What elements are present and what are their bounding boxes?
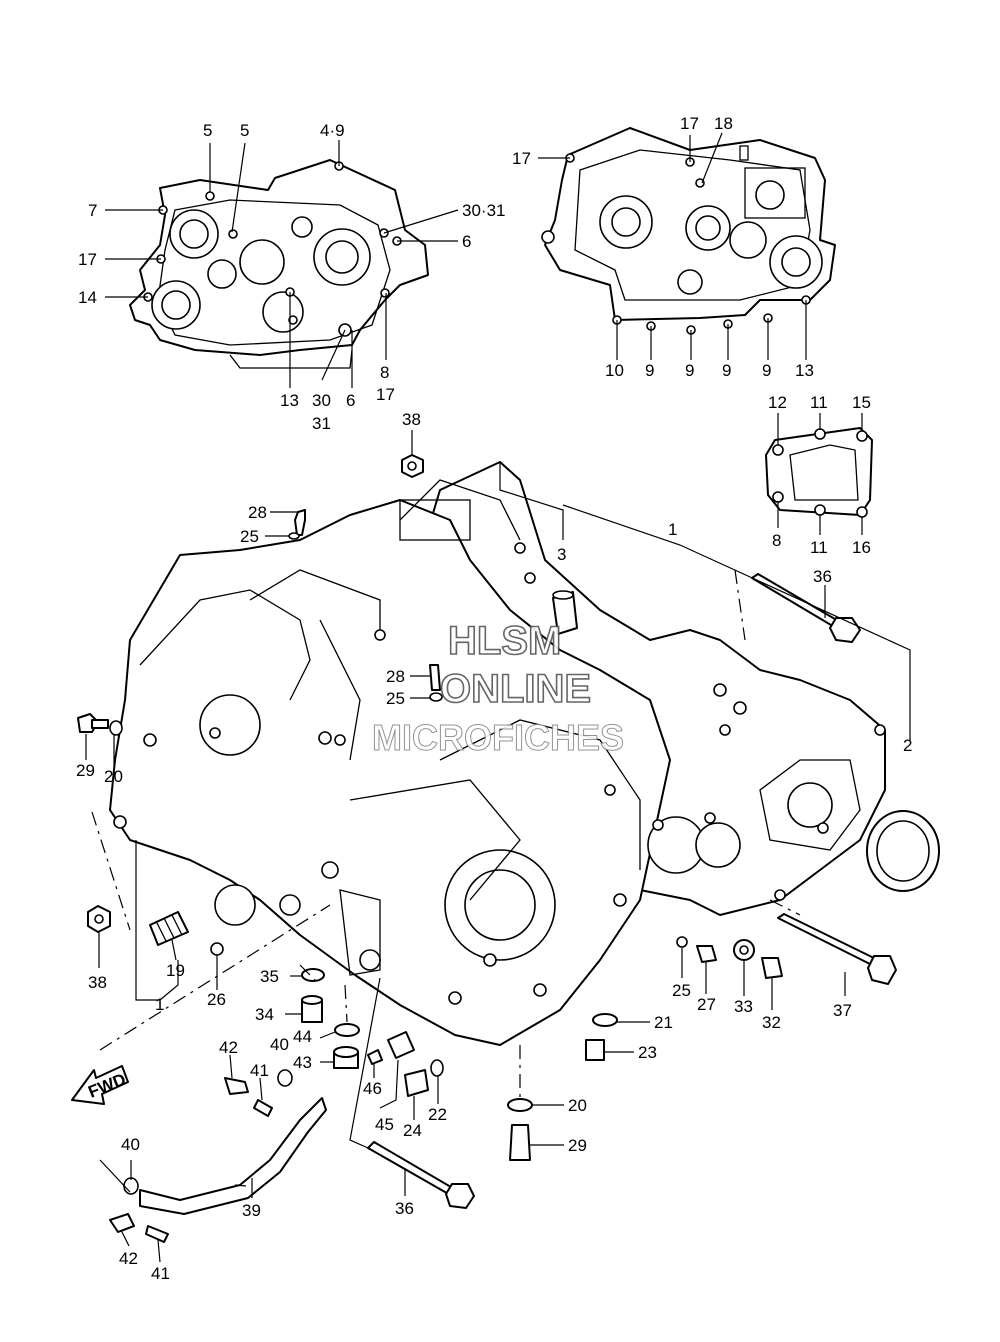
callout-label: 5 bbox=[203, 121, 212, 140]
callout-label: 29 bbox=[76, 761, 95, 780]
callout-label: 13 bbox=[280, 391, 299, 410]
callout-label: 20 bbox=[104, 767, 123, 786]
callout-label: 25 bbox=[240, 527, 259, 546]
callout-label: 41 bbox=[250, 1061, 269, 1080]
callout-label: 1 bbox=[155, 995, 164, 1014]
callout-label: 5 bbox=[240, 121, 249, 140]
callout-label: 26 bbox=[207, 990, 226, 1009]
right-crankcase-half-inset bbox=[541, 127, 836, 335]
callout-label: 43 bbox=[293, 1053, 312, 1072]
small-parts bbox=[77, 454, 940, 1243]
callout-label: 40 bbox=[270, 1035, 289, 1054]
callout-label: 4·9 bbox=[320, 121, 345, 140]
callout-label: 17 bbox=[680, 114, 699, 133]
callout-label: 25 bbox=[386, 689, 405, 708]
alignment-lines bbox=[91, 569, 801, 1100]
callout-label: 30·31 bbox=[462, 201, 505, 220]
callout-label: 39 bbox=[242, 1201, 261, 1220]
callout-label: 17 bbox=[376, 385, 395, 404]
callout-label: 8 bbox=[772, 531, 781, 550]
callout-label: 31 bbox=[312, 414, 331, 433]
callout-label: 9 bbox=[645, 361, 654, 380]
callout-label: 36 bbox=[813, 567, 832, 586]
callout-label: 2 bbox=[903, 736, 912, 755]
watermark-line3: MICROFICHES bbox=[372, 717, 624, 758]
leader-lines bbox=[85, 132, 911, 1263]
part-callouts: 5 5 4·9 7 17 14 30·31 6 13 30 31 6 8 17 … bbox=[76, 114, 912, 1283]
callout-label: 15 bbox=[852, 393, 871, 412]
watermark-line2: ONLINE bbox=[440, 667, 591, 711]
callout-label: 37 bbox=[833, 1001, 852, 1020]
callout-label: 40 bbox=[121, 1135, 140, 1154]
callout-label: 21 bbox=[654, 1013, 673, 1032]
callout-label: 34 bbox=[255, 1005, 274, 1024]
callout-label: 46 bbox=[363, 1079, 382, 1098]
callout-label: 38 bbox=[402, 410, 421, 429]
callout-label: 10 bbox=[605, 361, 624, 380]
callout-label: 20 bbox=[568, 1096, 587, 1115]
callout-label: 3 bbox=[557, 545, 566, 564]
callout-label: 6 bbox=[346, 391, 355, 410]
callout-label: 17 bbox=[512, 149, 531, 168]
callout-label: 44 bbox=[293, 1027, 312, 1046]
left-crankcase-half-inset bbox=[129, 159, 429, 369]
callout-label: 13 bbox=[795, 361, 814, 380]
callout-label: 36 bbox=[395, 1199, 414, 1218]
callout-label: 28 bbox=[386, 667, 405, 686]
callout-label: 12 bbox=[768, 393, 787, 412]
callout-label: 7 bbox=[88, 201, 97, 220]
callout-label: 28 bbox=[248, 503, 267, 522]
callout-label: 6 bbox=[462, 232, 471, 251]
callout-label: 32 bbox=[762, 1013, 781, 1032]
callout-label: 22 bbox=[428, 1105, 447, 1124]
callout-label: 29 bbox=[568, 1136, 587, 1155]
callout-label: 30 bbox=[312, 391, 331, 410]
callout-label: 41 bbox=[151, 1264, 170, 1283]
callout-label: 18 bbox=[714, 114, 733, 133]
small-cover-part bbox=[765, 427, 873, 518]
callout-label: 42 bbox=[219, 1038, 238, 1057]
callout-label: 42 bbox=[119, 1249, 138, 1268]
callout-label: 24 bbox=[403, 1121, 422, 1140]
callout-label: 35 bbox=[260, 967, 279, 986]
callout-label: 45 bbox=[375, 1115, 394, 1134]
callout-label: 25 bbox=[672, 981, 691, 1000]
callout-label: 16 bbox=[852, 538, 871, 557]
callout-label: 8 bbox=[380, 363, 389, 382]
callout-label: 17 bbox=[78, 250, 97, 269]
callout-label: 9 bbox=[685, 361, 694, 380]
callout-label: 27 bbox=[697, 995, 716, 1014]
callout-label: 38 bbox=[88, 973, 107, 992]
callout-label: 9 bbox=[762, 361, 771, 380]
main-crankcase-assembly bbox=[109, 461, 886, 1046]
watermark: HLSM ONLINE MICROFICHES bbox=[372, 618, 625, 758]
callout-label: 11 bbox=[810, 538, 828, 557]
callout-label: 33 bbox=[734, 997, 753, 1016]
forward-arrow-icon: FWD bbox=[71, 1065, 129, 1105]
callout-label: 9 bbox=[722, 361, 731, 380]
callout-label: 14 bbox=[78, 288, 97, 307]
callout-label: 1 bbox=[668, 520, 677, 539]
watermark-line1: HLSM bbox=[448, 619, 561, 663]
callout-label: 11 bbox=[810, 393, 828, 412]
callout-label: 23 bbox=[638, 1043, 657, 1062]
callout-label: 19 bbox=[166, 961, 185, 980]
